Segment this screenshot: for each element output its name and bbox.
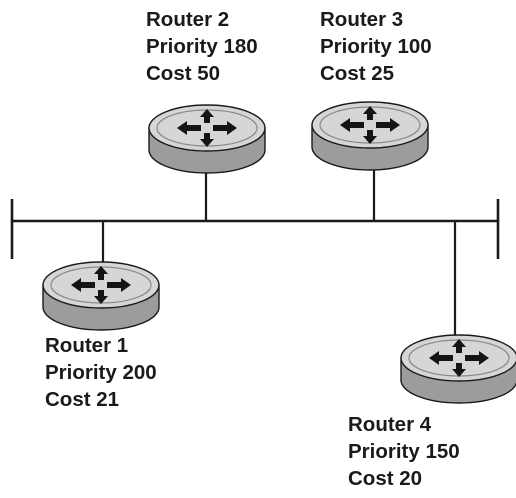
router-priority: Priority 100 xyxy=(320,35,432,58)
router-icon xyxy=(42,261,160,331)
router-icon xyxy=(148,104,266,174)
router-name: Router 3 xyxy=(320,8,404,31)
router-cost: Cost 25 xyxy=(320,62,395,85)
router-1-label: Router 1 Priority 200 Cost 21 xyxy=(45,332,157,413)
router-icon xyxy=(311,101,429,171)
router-name: Router 4 xyxy=(348,413,432,436)
router-priority: Priority 180 xyxy=(146,35,258,58)
router-cost: Cost 21 xyxy=(45,388,120,411)
router-name: Router 2 xyxy=(146,8,230,31)
router-4-label: Router 4 Priority 150 Cost 20 xyxy=(348,411,460,492)
router-2-label: Router 2 Priority 180 Cost 50 xyxy=(146,6,258,87)
router-name: Router 1 xyxy=(45,334,129,357)
router-3-label: Router 3 Priority 100 Cost 25 xyxy=(320,6,432,87)
router-cost: Cost 20 xyxy=(348,467,423,490)
router-cost: Cost 50 xyxy=(146,62,221,85)
router-priority: Priority 200 xyxy=(45,361,157,384)
router-priority: Priority 150 xyxy=(348,440,460,463)
router-icon xyxy=(400,334,516,404)
